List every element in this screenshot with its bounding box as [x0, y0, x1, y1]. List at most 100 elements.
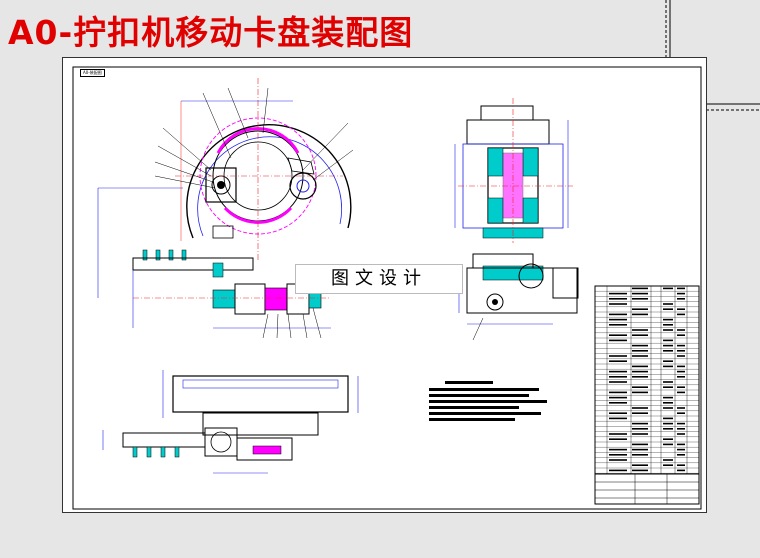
parts-table-text-mark — [609, 417, 627, 420]
parts-table-text-mark — [677, 422, 685, 425]
parts-table-text-mark — [677, 469, 685, 472]
parts-list-table — [594, 285, 700, 505]
parts-table-text-mark — [632, 370, 648, 373]
parts-table-text-mark — [609, 376, 627, 378]
parts-table-text-mark — [609, 381, 627, 383]
parts-table-text-mark — [663, 402, 673, 404]
top-view-drawing — [102, 370, 359, 474]
parts-table-text-mark — [677, 355, 685, 357]
parts-table-text-mark — [609, 454, 627, 456]
parts-table-text-mark — [632, 433, 648, 435]
parts-table-text-mark — [609, 469, 627, 472]
parts-table-text-mark — [677, 433, 685, 435]
parts-table-text-mark — [663, 438, 673, 440]
parts-table-text-mark — [609, 298, 627, 300]
parts-table-text-mark — [663, 329, 673, 331]
parts-table-text-mark — [609, 402, 627, 404]
parts-table-text-mark — [677, 292, 685, 295]
parts-table-text-mark — [632, 443, 648, 446]
parts-table-text-mark — [663, 417, 673, 420]
parts-table-text-mark — [677, 391, 685, 394]
parts-table-text-mark — [632, 464, 648, 466]
parts-table-text-mark — [663, 422, 673, 425]
parts-table-text-mark — [677, 365, 685, 368]
parts-table-text-mark — [609, 324, 627, 326]
parts-table-text-mark — [677, 386, 685, 388]
parts-table-text-mark — [663, 365, 673, 368]
drawing-sheet: A0-装配图 — [62, 57, 707, 513]
parts-table-text-mark — [663, 428, 673, 430]
parts-table-text-mark — [609, 360, 627, 362]
parts-table-text-mark — [677, 428, 685, 430]
parts-table-text-mark — [632, 334, 648, 336]
parts-table-text-mark — [632, 329, 648, 331]
parts-table-text-mark — [677, 334, 685, 336]
parts-table-text-mark — [677, 313, 685, 316]
parts-table-text-mark — [609, 396, 627, 399]
parts-table-text-mark — [632, 391, 648, 394]
parts-table-text-mark — [609, 318, 627, 321]
parts-table-text-mark — [663, 407, 673, 409]
parts-table-text-mark — [609, 339, 627, 342]
parts-table-text-mark — [677, 329, 685, 331]
parts-table-text-mark — [677, 350, 685, 352]
parts-table-text-mark — [677, 287, 685, 290]
parts-table-text-mark — [677, 376, 685, 378]
side-view-drawing — [454, 98, 579, 341]
parts-table-text-mark — [677, 443, 685, 446]
parts-table-text-mark — [609, 292, 627, 295]
parts-table-text-mark — [632, 407, 648, 409]
parts-table-text-mark — [663, 318, 673, 321]
parts-table-text-mark — [632, 365, 648, 368]
parts-table-text-mark — [677, 448, 685, 451]
parts-table-text-mark — [663, 381, 673, 383]
parts-table-text-mark — [609, 459, 627, 461]
parts-table-text-mark — [632, 344, 648, 347]
front-view-drawing — [97, 78, 354, 298]
parts-table-text-mark — [677, 454, 685, 456]
parts-table-text-mark — [632, 298, 648, 300]
parts-table-text-mark — [663, 287, 673, 290]
parts-table-text-mark — [632, 386, 648, 388]
watermark-label: 图文设计 — [295, 264, 463, 294]
parts-table-text-mark — [677, 344, 685, 347]
parts-table-text-mark — [677, 407, 685, 409]
parts-table-text-mark — [677, 464, 685, 466]
parts-table-text-mark — [632, 422, 648, 425]
parts-table-text-mark — [663, 386, 673, 388]
parts-table-text-mark — [677, 298, 685, 300]
technical-notes-block — [429, 381, 547, 421]
parts-table-text-mark — [609, 355, 627, 357]
parts-table-text-mark — [663, 459, 673, 461]
parts-table-text-mark — [632, 287, 648, 290]
parts-table-text-mark — [663, 350, 673, 352]
inner-border — [72, 66, 702, 510]
parts-table-text-mark — [663, 396, 673, 399]
parts-table-text-mark — [663, 443, 673, 446]
parts-table-text-mark — [632, 292, 648, 295]
drawing-code-box: A0-装配图 — [80, 69, 105, 77]
parts-table-text-mark — [609, 313, 627, 316]
parts-table-text-mark — [632, 448, 648, 451]
parts-table-text-mark — [632, 313, 648, 316]
parts-table-text-mark — [632, 308, 648, 310]
parts-table-text-mark — [609, 391, 627, 394]
parts-table-text-mark — [609, 433, 627, 435]
parts-table-text-mark — [677, 370, 685, 373]
drawing-title: A0-拧扣机移动卡盘装配图 — [8, 13, 414, 52]
parts-table-text-mark — [663, 360, 673, 362]
parts-table-text-mark — [663, 339, 673, 342]
parts-table-text-mark — [632, 412, 648, 414]
parts-table-text-mark — [663, 344, 673, 347]
parts-table-text-mark — [663, 303, 673, 305]
parts-table-text-mark — [632, 376, 648, 378]
parts-table-text-mark — [677, 412, 685, 414]
parts-table-text-mark — [632, 454, 648, 456]
parts-table-text-mark — [609, 303, 627, 305]
parts-table-text-mark — [609, 334, 627, 336]
parts-table-text-mark — [632, 355, 648, 357]
parts-table-text-mark — [663, 324, 673, 326]
parts-table-text-mark — [632, 350, 648, 352]
parts-table-text-mark — [609, 370, 627, 373]
parts-table-text-mark — [632, 469, 648, 472]
